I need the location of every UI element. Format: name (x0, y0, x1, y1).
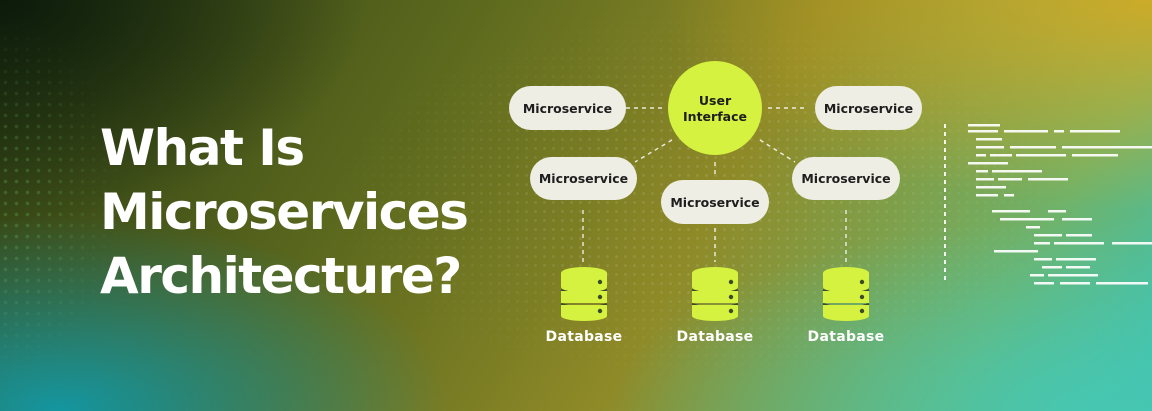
microservice-label: Microservice (523, 101, 612, 116)
database-right: Database (808, 266, 885, 345)
database-center: Database (677, 266, 754, 345)
microservice-label: Microservice (670, 195, 759, 210)
connectors (582, 107, 847, 262)
connector-ui-to-ms-mid-right (759, 139, 796, 163)
microservice-mid-right: Microservice (792, 157, 900, 200)
database-left: Database (546, 266, 623, 345)
microservice-label: Microservice (824, 101, 913, 116)
microservice-label: Microservice (539, 171, 628, 186)
microservice-top-left: Microservice (509, 86, 626, 130)
database-label: Database (546, 329, 623, 345)
user-interface-label-line-1: User (699, 93, 732, 108)
connector-ui-to-ms-mid-left (634, 139, 673, 163)
headline-line-2: Microservices (100, 183, 469, 241)
headline-line-1: What Is (100, 119, 305, 177)
user-interface-label-line-2: Interface (683, 109, 747, 124)
user-interface-circle (668, 61, 762, 155)
code-bars (968, 124, 1152, 285)
microservice-center: Microservice (661, 180, 769, 224)
user-interface-node: User Interface (668, 61, 762, 155)
microservice-label: Microservice (801, 171, 890, 186)
microservice-mid-left: Microservice (530, 157, 637, 200)
headline: What Is Microservices Architecture? (100, 116, 469, 308)
headline-line-3: Architecture? (100, 247, 462, 305)
database-label: Database (677, 329, 754, 345)
database-label: Database (808, 329, 885, 345)
microservice-top-right: Microservice (815, 86, 922, 130)
